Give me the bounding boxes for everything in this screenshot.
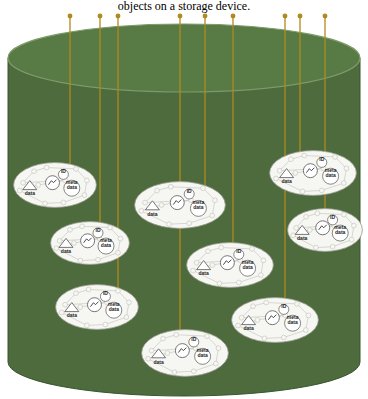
object-ellipse: ID meta data data: [134, 181, 226, 229]
leader-dot: [231, 14, 235, 18]
id-label: ID: [58, 169, 68, 175]
object-ellipse: ID meta data data: [50, 221, 130, 265]
id-label: ID: [184, 189, 194, 195]
object-ellipse: ID meta data data: [55, 284, 139, 330]
id-label: ID: [234, 249, 244, 255]
leader-dot: [116, 14, 120, 18]
id-label: ID: [93, 228, 103, 234]
metadata-label: meta data: [332, 225, 348, 236]
metadata-label: meta data: [195, 348, 211, 359]
leader-line: [299, 16, 300, 153]
leader-dot: [178, 14, 182, 18]
object-shape: [55, 284, 139, 330]
data-label: data: [197, 271, 211, 277]
leader-line: [232, 16, 233, 244]
data-label: data: [280, 179, 294, 185]
data-label: data: [23, 191, 37, 197]
object-ellipse: ID meta data data: [141, 329, 229, 377]
metadata-label: meta data: [98, 238, 114, 249]
leader-dot: [298, 14, 302, 18]
leader-dot: [68, 14, 72, 18]
metadata-label: meta data: [190, 200, 206, 211]
object-ellipse: ID meta data data: [13, 162, 97, 208]
id-label: ID: [279, 304, 289, 310]
object-shape: [141, 329, 229, 377]
id-label: ID: [189, 337, 199, 343]
object-ellipse: ID meta data data: [231, 297, 319, 343]
data-label: data: [59, 249, 73, 255]
leader-line: [69, 16, 70, 166]
metadata-label: meta data: [106, 302, 122, 313]
leader-line: [99, 16, 100, 224]
id-label: ID: [317, 157, 327, 163]
id-label: ID: [100, 291, 110, 297]
leader-dot: [98, 14, 102, 18]
object-shape: [231, 297, 319, 343]
object-shape: [13, 162, 97, 208]
object-ellipse: ID meta data data: [269, 150, 357, 196]
object-ellipse: ID meta data data: [287, 208, 363, 252]
object-ellipse: ID meta data data: [186, 242, 274, 288]
object-shape: [287, 208, 363, 252]
metadata-label: meta data: [240, 260, 256, 271]
metadata-label: meta data: [64, 180, 80, 191]
leader-line: [179, 16, 180, 331]
caption: objects on a storage device.: [0, 0, 368, 13]
metadata-label: meta data: [323, 168, 339, 179]
data-label: data: [65, 313, 79, 319]
id-label: ID: [328, 215, 338, 221]
data-label: data: [152, 360, 166, 366]
object-shape: [50, 221, 130, 265]
leader-dot: [283, 14, 287, 18]
object-shape: [134, 181, 226, 229]
leader-dot: [323, 14, 327, 18]
object-shape: [269, 150, 357, 196]
data-label: data: [295, 236, 309, 242]
object-shape: [186, 242, 274, 288]
leader-dot: [203, 14, 207, 18]
data-label: data: [242, 326, 256, 332]
metadata-label: meta data: [285, 315, 301, 326]
data-label: data: [145, 212, 159, 218]
leader-line: [204, 16, 205, 187]
